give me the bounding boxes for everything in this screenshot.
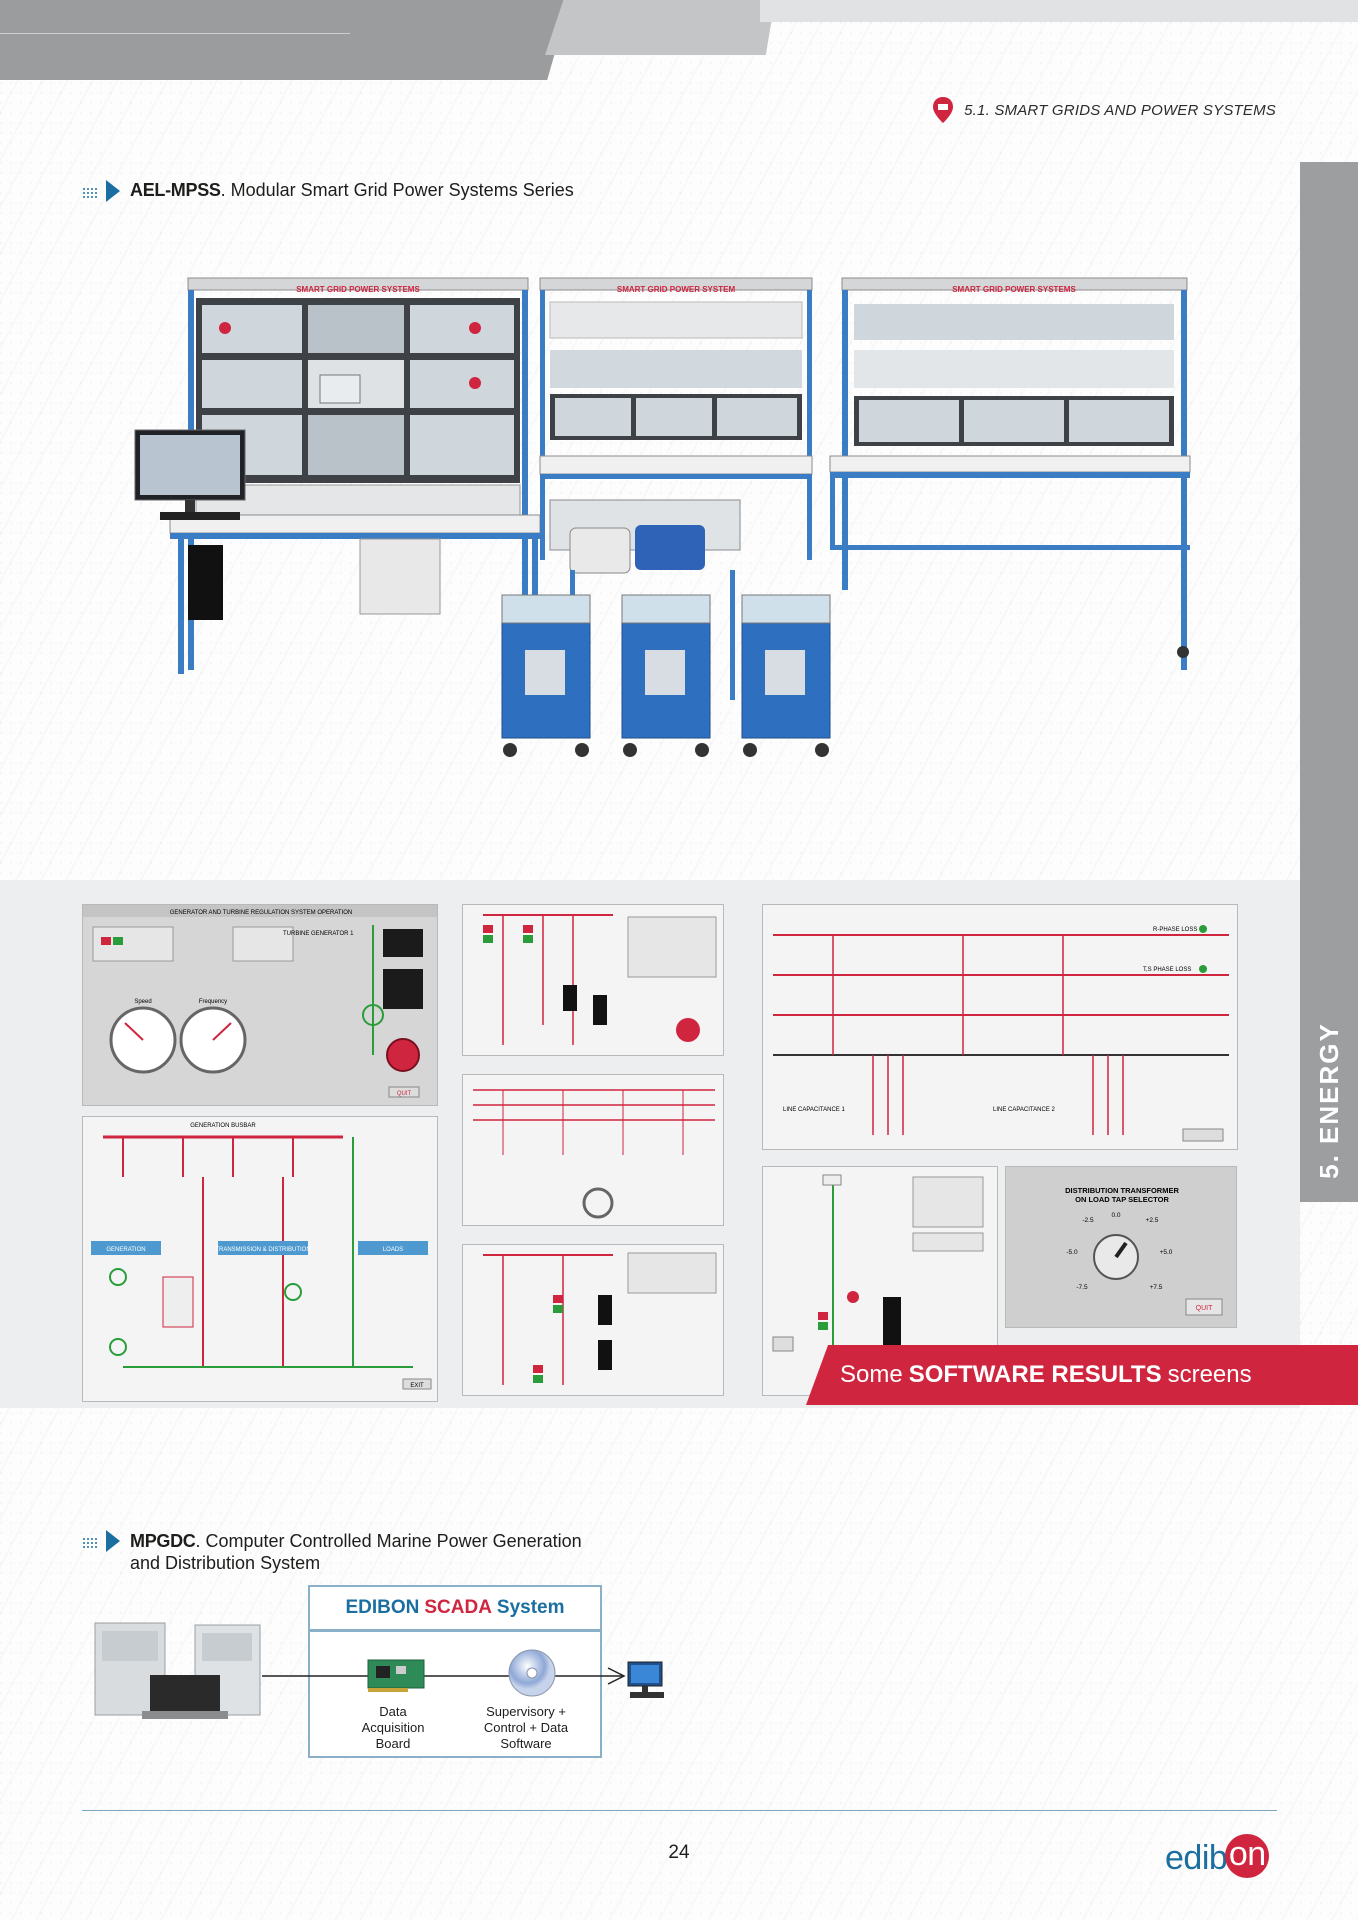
s7-tick-5: -7.5 bbox=[1076, 1284, 1088, 1291]
software-results-tag: Some SOFTWARE RESULTS screens bbox=[806, 1345, 1358, 1405]
footer-rule bbox=[82, 1810, 1277, 1811]
screenshot-line-capacitance: LINE CAPACITANCE 1 LINE CAPACITANCE 2 R-… bbox=[762, 904, 1238, 1150]
product2-code: MPGDC bbox=[130, 1531, 196, 1551]
daq-caption-line2: Acquisition bbox=[361, 1720, 425, 1735]
s1-speed: Speed bbox=[134, 999, 151, 1005]
bench-sign-3: SMART GRID POWER SYSTEMS bbox=[952, 285, 1076, 294]
bench-sign-2: SMART GRID POWER SYSTEM bbox=[617, 285, 736, 294]
dots-icon bbox=[82, 184, 100, 198]
product-heading-mpgdc: MPGDC. Computer Controlled Marine Power … bbox=[82, 1530, 582, 1574]
s7-tick-0: -2.5 bbox=[1082, 1217, 1094, 1224]
scada-title-red: SCADA bbox=[424, 1597, 492, 1618]
s7-tick-2: +2.5 bbox=[1146, 1217, 1159, 1224]
s2-title: GENERATION BUSBAR bbox=[190, 1123, 256, 1129]
scada-title-prefix: EDIBON bbox=[345, 1597, 420, 1618]
section-breadcrumb: 5.1. SMART GRIDS AND POWER SYSTEMS bbox=[932, 96, 1276, 124]
screenshot-grid-3 bbox=[462, 904, 724, 1056]
scada-diagram-box bbox=[308, 1630, 602, 1758]
s2-gen: GENERATION bbox=[106, 1247, 145, 1253]
s2-quit: EXIT bbox=[410, 1383, 424, 1389]
product2-title-line1: . Computer Controlled Marine Power Gener… bbox=[195, 1531, 582, 1551]
s6-cap1: LINE CAPACITANCE 1 bbox=[783, 1107, 845, 1113]
bench-sign-1: SMART GRID POWER SYSTEMS bbox=[296, 285, 420, 294]
marine-equipment-photo bbox=[90, 1615, 265, 1730]
header-band-dark bbox=[0, 0, 570, 80]
s1-title: GENERATOR AND TURBINE REGULATION SYSTEM … bbox=[170, 910, 352, 916]
daq-caption: Data Acquisition Board bbox=[338, 1704, 448, 1752]
page-number: 24 bbox=[668, 1842, 690, 1863]
arrow-icon bbox=[106, 1530, 120, 1552]
s7-title1: DISTRIBUTION TRANSFORMER bbox=[1065, 1186, 1179, 1195]
side-tab-text: 5. ENERGY bbox=[1313, 1021, 1344, 1179]
section-path-text: 5.1. SMART GRIDS AND POWER SYSTEMS bbox=[964, 101, 1276, 119]
side-tab-label: 5. ENERGY bbox=[1300, 1000, 1358, 1200]
screenshot-generation-busbar: GENERATION BUSBAR GENERATION TRANSMISSIO… bbox=[82, 1116, 438, 1402]
dots-icon bbox=[82, 1534, 100, 1548]
side-tab bbox=[1300, 162, 1358, 1202]
screenshot-turbine-generator: GENERATOR AND TURBINE REGULATION SYSTEM … bbox=[82, 904, 438, 1106]
arrow-icon bbox=[106, 180, 120, 202]
s1-freq: Frequency bbox=[199, 999, 227, 1005]
software-disc-icon bbox=[507, 1648, 557, 1698]
location-pin-icon bbox=[932, 96, 954, 124]
s7-tick-3: -5.0 bbox=[1066, 1249, 1078, 1256]
tag-suffix: screens bbox=[1167, 1361, 1252, 1388]
s2-trans: TRANSMISSION & DISTRIBUTION bbox=[215, 1247, 310, 1253]
screenshot-grid-5 bbox=[462, 1244, 724, 1396]
tag-prefix: Some bbox=[840, 1361, 903, 1388]
s7-quit: QUIT bbox=[1196, 1305, 1213, 1312]
daq-caption-line1: Data bbox=[379, 1704, 407, 1719]
screenshot-tap-selector: DISTRIBUTION TRANSFORMER ON LOAD TAP SEL… bbox=[1005, 1166, 1237, 1328]
scada-title-box: EDIBON SCADA System bbox=[308, 1585, 602, 1631]
s6-cap2: LINE CAPACITANCE 2 bbox=[993, 1107, 1055, 1113]
s1-sub: TURBINE GENERATOR 1 bbox=[283, 931, 354, 937]
product-code: AEL-MPSS bbox=[130, 180, 221, 200]
product2-title-line2: and Distribution System bbox=[130, 1553, 321, 1573]
s7-title2: ON LOAD TAP SELECTOR bbox=[1075, 1195, 1169, 1204]
s7-tick-4: +5.0 bbox=[1160, 1249, 1173, 1256]
header-band-mid bbox=[545, 0, 775, 55]
product-title: . Modular Smart Grid Power Systems Serie… bbox=[220, 180, 574, 200]
software-caption-line2: Control + Data bbox=[483, 1720, 569, 1735]
software-caption-line3: Software bbox=[500, 1736, 552, 1751]
s7-tick-6: +7.5 bbox=[1150, 1284, 1163, 1291]
screenshot-grid-4 bbox=[462, 1074, 724, 1226]
software-caption: Supervisory + Control + Data Software bbox=[466, 1704, 586, 1752]
product-heading-ael-mpss: AEL-MPSS. Modular Smart Grid Power Syste… bbox=[82, 180, 574, 202]
s1-quit: QUIT bbox=[397, 1091, 412, 1097]
s7-tick-1: 0.0 bbox=[1111, 1212, 1120, 1219]
header-band-light bbox=[760, 0, 1358, 22]
logo-circle: on bbox=[1225, 1834, 1270, 1878]
s6-rphase: R-PHASE LOSS bbox=[1153, 927, 1197, 933]
s2-load: LOADS bbox=[383, 1247, 403, 1253]
scada-connection-line bbox=[262, 1667, 626, 1685]
tag-bold: SOFTWARE RESULTS bbox=[908, 1361, 1162, 1388]
software-caption-line1: Supervisory + bbox=[486, 1704, 566, 1719]
scada-title-suffix: System bbox=[496, 1597, 565, 1618]
equipment-photo: SMART GRID POWER SYSTEMS SMART GRID POWE… bbox=[130, 270, 1200, 815]
s6-tphase: T,S PHASE LOSS bbox=[1143, 967, 1191, 973]
header-band-line bbox=[0, 33, 350, 34]
edibon-logo: edibon bbox=[1165, 1834, 1270, 1882]
logo-text: edib bbox=[1165, 1838, 1228, 1877]
computer-icon bbox=[624, 1660, 668, 1704]
daq-board-icon bbox=[366, 1654, 428, 1694]
daq-caption-line3: Board bbox=[375, 1736, 411, 1751]
